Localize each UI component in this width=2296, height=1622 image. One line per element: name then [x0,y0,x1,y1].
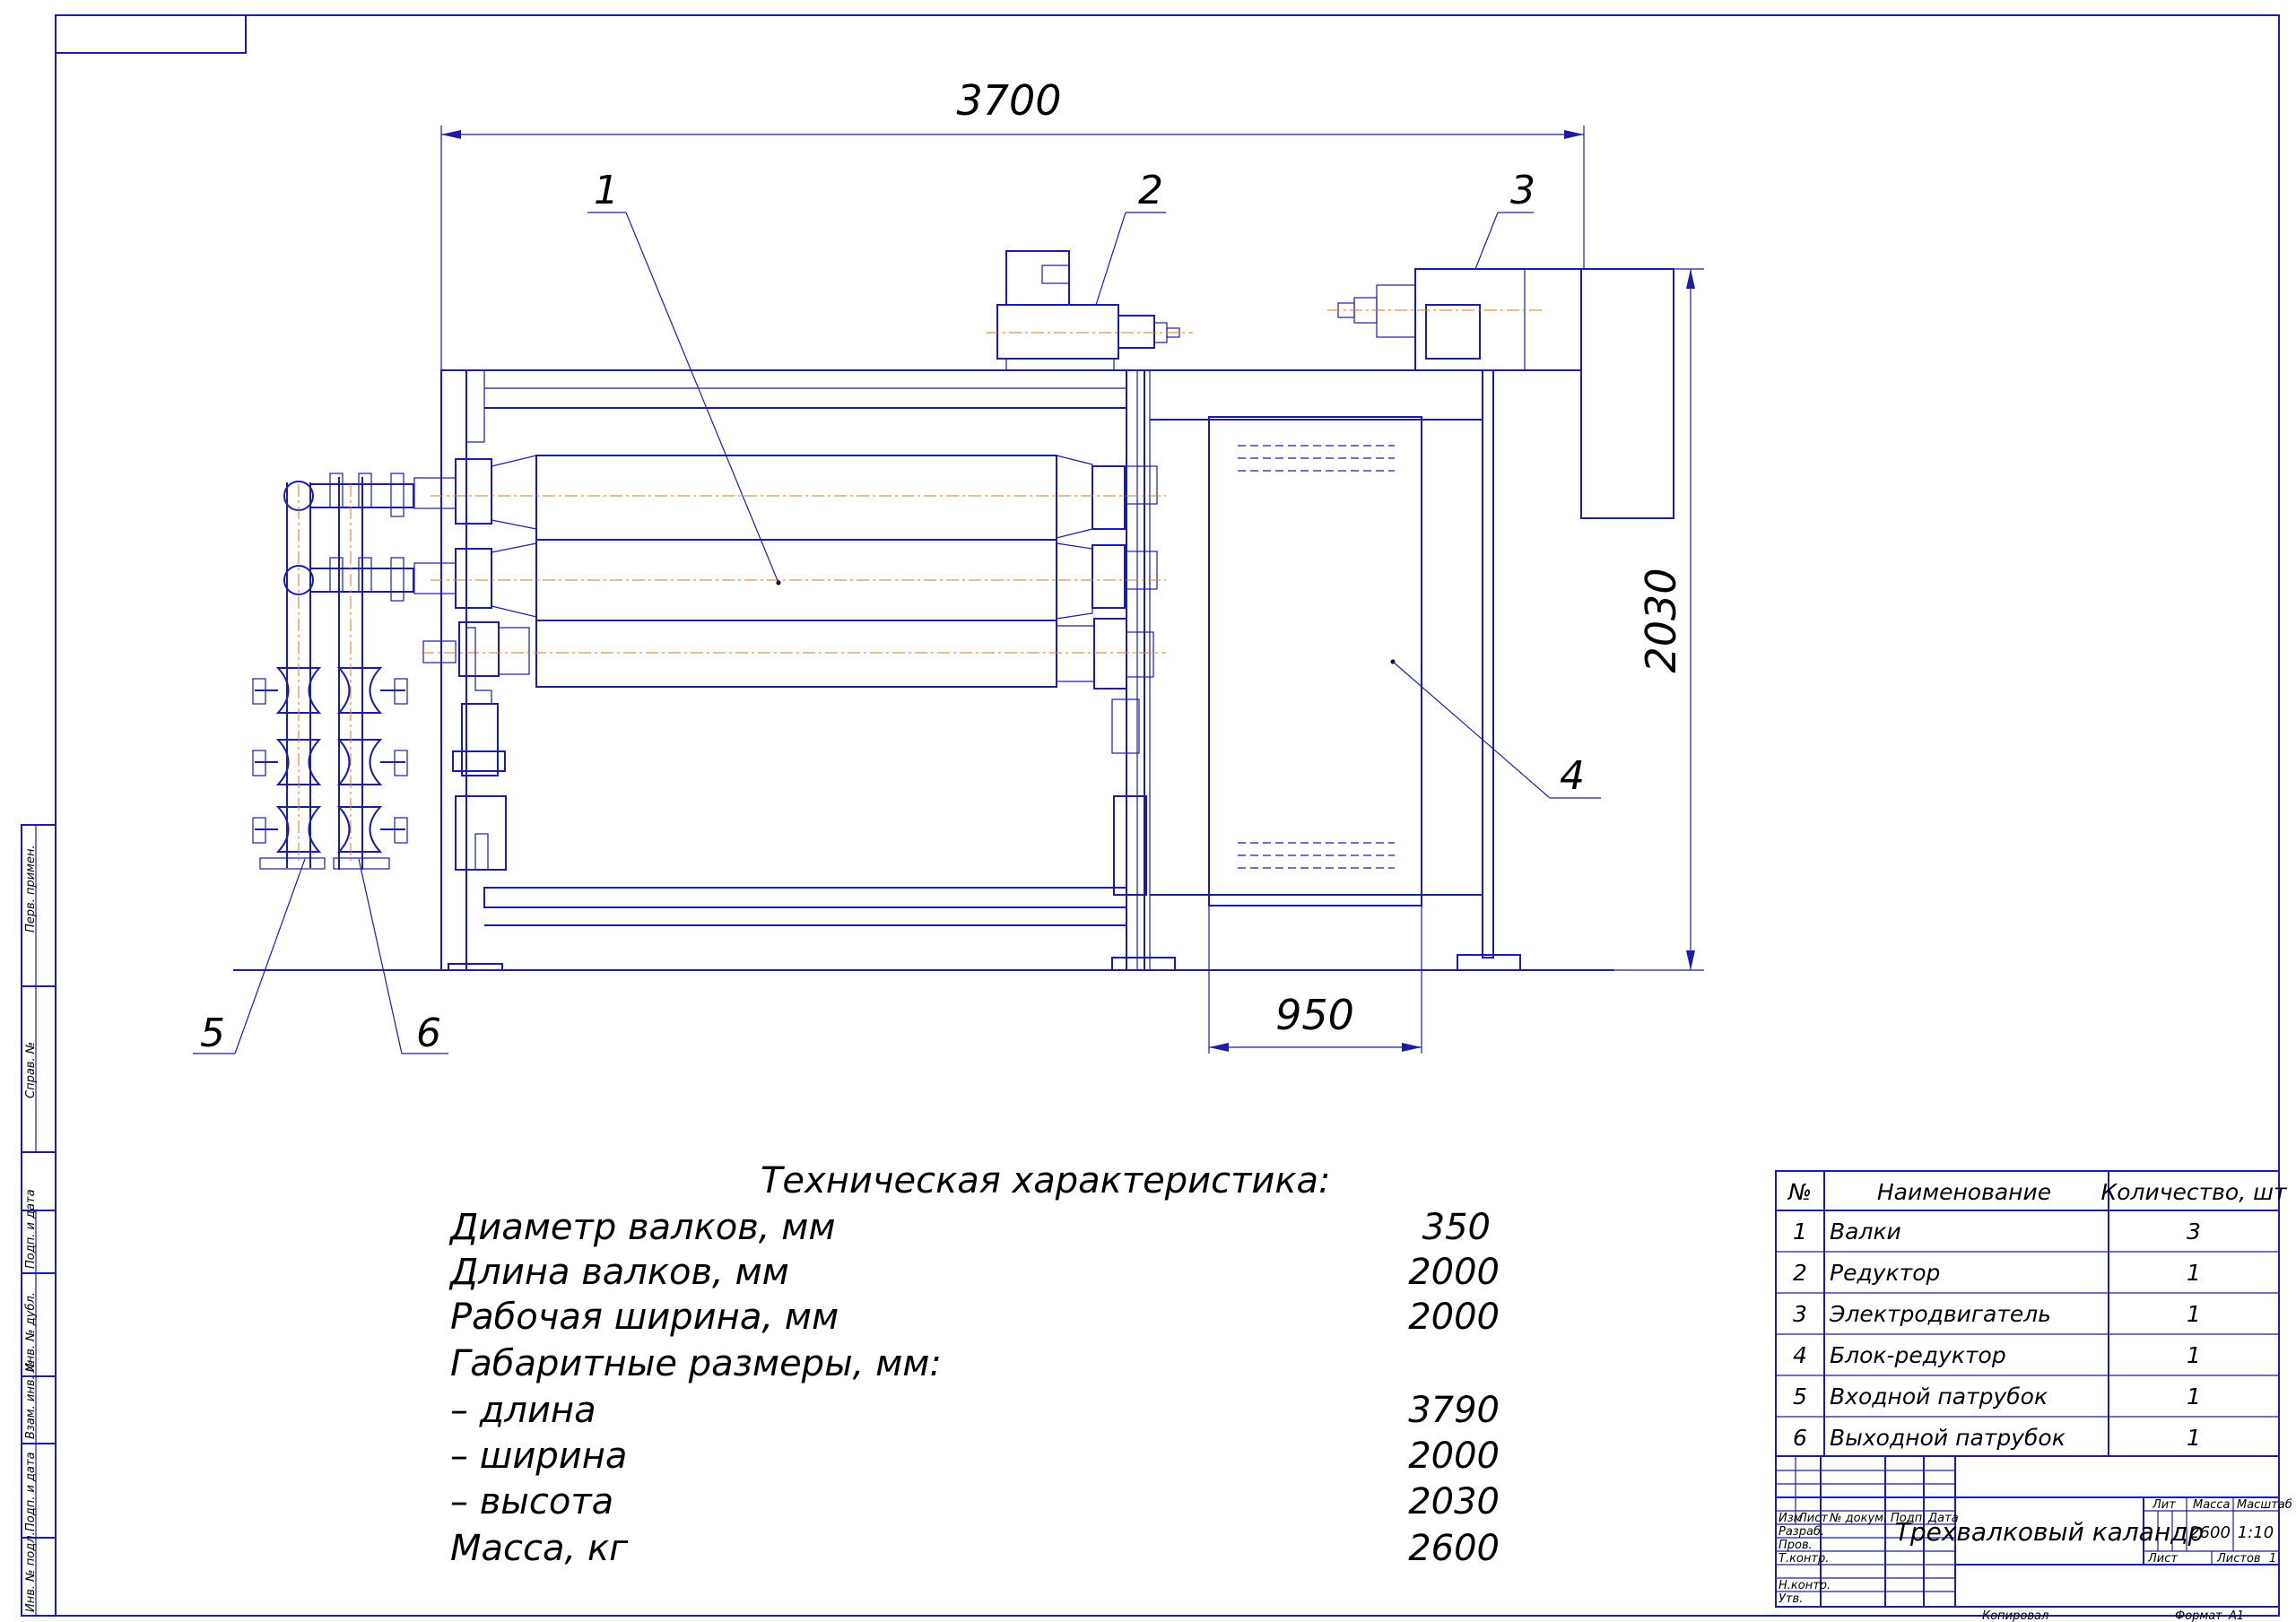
parts-cell-qty: 1 [2187,1260,2201,1286]
tb-lit-label: Лит [2152,1498,2176,1512]
parts-cell-no: 4 [1793,1342,1807,1368]
dimension-lines [440,126,1704,1054]
parts-cell-qty: 3 [2187,1219,2201,1245]
tb-scale-value: 1:10 [2238,1523,2274,1542]
side-stamp-label: Взам. инв. № [24,1360,38,1439]
tb-mass-value: 2600 [2189,1523,2231,1542]
parts-header-qty: Количество, шт [2100,1179,2288,1205]
spec-label: Масса, кг [450,1528,629,1569]
callout-3: 3 [1510,168,1535,213]
callout-6: 6 [416,1010,441,1056]
tb-copied: Копировал [1982,1609,2048,1622]
spec-value: 2600 [1408,1528,1500,1569]
dimension-length: 3700 [956,76,1061,125]
tb-col-date: Дата [1927,1512,1959,1525]
drive-unit [466,250,1674,958]
spec-title: Техническая характеристика: [761,1160,1331,1201]
parts-cell-no: 1 [1793,1219,1807,1245]
tb-row-razrab: Разраб. [1779,1525,1824,1539]
spec-label: – ширина [450,1436,627,1477]
tb-row-utv: Утв. [1779,1592,1803,1606]
spec-label: Длина валков, мм [448,1252,789,1293]
spec-label: Габаритные размеры, мм: [450,1343,942,1384]
side-stamp-label: Справ. № [24,1042,38,1098]
parts-cell-qty: 1 [2187,1301,2201,1327]
tb-format-value: А1 [2228,1609,2244,1622]
spec-value: 2000 [1408,1436,1500,1477]
side-stamp: Перв. примен. Справ. № Подп. и дата Инв.… [24,845,38,1612]
tb-col-list: Лист [1797,1512,1828,1525]
calender-frame [440,369,1521,971]
tb-row-tkontr: Т.контр. [1779,1552,1829,1566]
callout-1: 1 [594,168,619,213]
tb-row-nkontr: Н.контр. [1779,1579,1831,1592]
tb-col-doc: № докум. [1829,1512,1887,1525]
parts-cell-name: Блок-редуктор [1830,1342,2006,1368]
rolls [413,455,1166,690]
leader-lines [193,212,1601,1054]
parts-header-name: Наименование [1877,1179,2051,1205]
tb-drawing-name: Трехвалковый каландр [1895,1517,2205,1547]
dimension-height: 2030 [1637,568,1685,672]
parts-cell-no: 3 [1793,1301,1807,1327]
parts-cell-name: Входной патрубок [1830,1383,2048,1409]
tb-format-label: Формат [2175,1609,2222,1622]
right-lower-blocks [1111,698,1147,896]
parts-cell-qty: 1 [2187,1342,2201,1368]
spec-label: Рабочая ширина, мм [450,1297,839,1338]
parts-header-no: № [1787,1179,1812,1205]
parts-cell-name: Выходной патрубок [1830,1425,2066,1451]
parts-cell-qty: 1 [2187,1425,2201,1451]
parts-cell-no: 5 [1793,1383,1807,1409]
side-stamp-label: Подп. и дата [24,1452,38,1531]
spec-label: – длина [450,1390,596,1431]
parts-cell-name: Редуктор [1830,1260,1940,1286]
side-stamp-label: Инв. № дубл. [24,1292,38,1372]
spec-value: 3790 [1408,1390,1500,1431]
tb-mass-label: Масса [2193,1498,2230,1512]
side-stamp-label: Подп. и дата [24,1189,38,1269]
dimension-cabinet-width: 950 [1275,991,1354,1039]
hydraulic-cylinder [452,627,507,871]
spec-label: Диаметр валков, мм [448,1207,836,1248]
parts-cell-no: 6 [1793,1425,1807,1451]
title-block [1775,1455,2280,1608]
spec-value: 350 [1422,1207,1491,1248]
callout-4: 4 [1560,753,1585,799]
side-stamp-label: Перв. примен. [24,845,38,932]
parts-cell-qty: 1 [2187,1383,2201,1409]
sheet-frame [21,14,2280,1617]
side-stamp-label: Инв. № подл. [24,1531,38,1612]
tb-sheet-label: Лист [2147,1552,2178,1566]
parts-cell-name: Электродвигатель [1829,1301,2051,1327]
spec-label: – высота [450,1481,613,1522]
spec-value: 2000 [1408,1252,1500,1293]
tb-sheets-label: Листов [2216,1552,2261,1566]
callout-5: 5 [200,1010,225,1056]
tb-col-izm: Изм [1779,1512,1803,1525]
spec-value: 2000 [1408,1297,1500,1338]
tb-scale-label: Масштаб [2237,1498,2292,1512]
callout-2: 2 [1138,168,1163,213]
tb-col-sign: Подп. [1891,1512,1926,1525]
parts-cell-no: 2 [1793,1260,1807,1286]
pipe-manifold [252,473,414,870]
tb-row-prov: Пров. [1779,1539,1813,1552]
tb-sheets-value: 1 [2269,1552,2276,1566]
cabinet [1150,416,1483,906]
technical-spec: Техническая характеристика: Диаметр валк… [448,1160,1500,1569]
parts-cell-name: Валки [1830,1219,1901,1245]
spec-value: 2030 [1408,1481,1500,1522]
